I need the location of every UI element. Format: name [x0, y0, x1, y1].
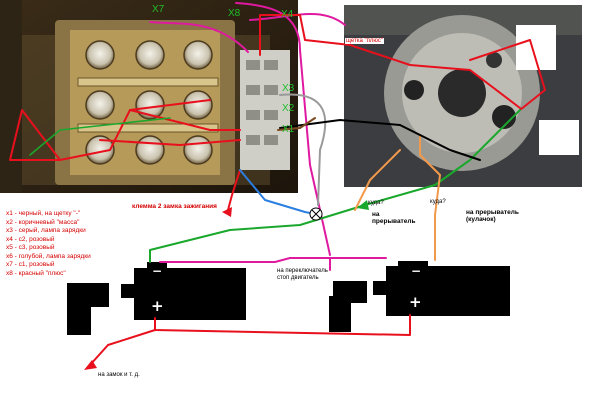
left-coil-cap [147, 262, 167, 272]
wire-x7-pink [149, 21, 249, 53]
wire-red-to-ignition [227, 169, 241, 211]
connector-label-x2: X2 [282, 103, 295, 114]
legend-item-x6: x6 - голубой, лампа зарядки [6, 252, 91, 260]
legend-item-x2: x2 - коричневый "масса" [6, 218, 80, 226]
connector-label-x7: X7 [152, 4, 165, 15]
plus-brush-label: щетка "плюс" [345, 38, 385, 44]
connector-label-x8: X8 [228, 8, 241, 19]
right-coil-minus-label: − [411, 264, 422, 278]
arrow-to-ignition [222, 207, 232, 217]
arrow-green-plate [357, 200, 369, 210]
wire-orange-right [419, 134, 441, 261]
wire-red-plus-bus [154, 314, 411, 336]
ignition-terminal-label: клемма 2 замка зажигания [132, 203, 217, 210]
right-coil-cap [398, 261, 428, 269]
left-coil-connector [121, 284, 137, 298]
wire-x4-pink [235, 2, 331, 256]
connector-label-x3: X3 [282, 83, 295, 94]
wire-red-to-lock [89, 329, 156, 366]
wire-red-left-loop [9, 109, 61, 161]
question-label-1: куда? [368, 200, 384, 206]
right-coil-plus-label: + [409, 293, 422, 311]
generator-brush-plate-photo [344, 5, 582, 187]
connector-label-x1: X1 [282, 124, 295, 135]
legend-item-x8: x8 - красный "плюс" [6, 269, 66, 277]
question-target-1: на прерыватель [372, 211, 416, 225]
question-label-2: куда? [430, 199, 446, 205]
legend-item-x5: x5 - с3, розовый [6, 244, 55, 251]
stop-switch-label: на переключатель стоп двигатель [277, 268, 328, 281]
wire-red-panel-3 [99, 139, 241, 146]
wire-black-x1 [279, 119, 481, 161]
right-spark-plug-cap-boot [329, 296, 351, 332]
wire-red-panel-2 [129, 109, 241, 131]
connector-label-x4: X4 [281, 9, 294, 20]
wire-red-panel-1 [59, 99, 211, 161]
legend-item-x3: x3 - серый, лампа зарядки [6, 227, 86, 234]
left-spark-plug-cap-boot [67, 300, 91, 335]
wire-green-left [29, 117, 171, 156]
wire-orange-left [354, 149, 401, 211]
ignition-block-photo [0, 0, 298, 193]
legend-item-x4: x4 - с2, розовый [6, 235, 55, 243]
arrow-to-lock [84, 360, 97, 370]
wire-blue-x6 [239, 169, 316, 215]
wire-red-right-plate [469, 39, 546, 111]
left-coil-body [134, 268, 246, 320]
left-coil-plus-label: + [151, 297, 164, 315]
wire-magenta-bottom [159, 257, 387, 263]
to-lock-label: на замок и т. д. [98, 372, 140, 378]
wire-legend: x1 - черный, на щетку "-" x2 - коричневы… [6, 210, 91, 278]
legend-item-x1: x1 - черный, на щетку "-" [6, 210, 81, 217]
legend-item-x7: x7 - с1, розовый [6, 261, 55, 268]
wire-brown-x2 [277, 117, 316, 131]
wire-green-bottom [149, 109, 521, 263]
left-coil-minus-label: − [152, 264, 163, 278]
wire-grey-x3 [279, 93, 327, 206]
right-coil-body [386, 266, 510, 316]
right-coil-connector [373, 281, 389, 295]
question-target-2: на прерыватель (кулачок) [466, 209, 519, 223]
wire-x8-red [259, 14, 521, 109]
wire-x8-pink [249, 13, 346, 26]
